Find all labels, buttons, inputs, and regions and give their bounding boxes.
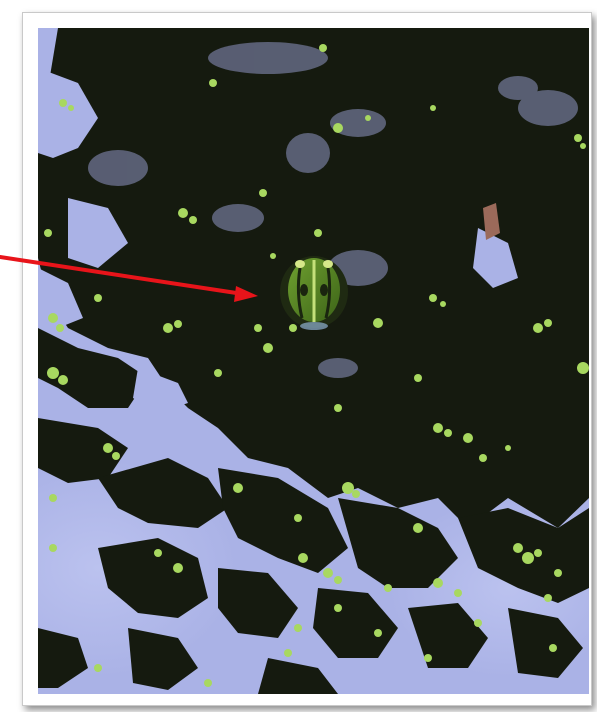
duckweed	[44, 44, 589, 687]
pond-photo	[38, 28, 589, 694]
reflections	[88, 42, 578, 378]
pond-scene	[38, 28, 589, 694]
fallen-leaf	[483, 203, 500, 240]
water-channels	[38, 68, 518, 413]
frog	[280, 256, 348, 330]
